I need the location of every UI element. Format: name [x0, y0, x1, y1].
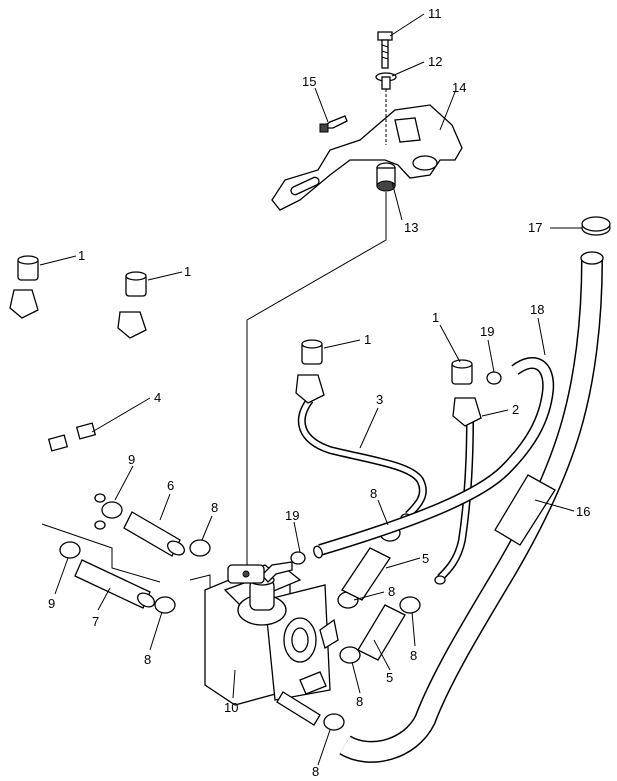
callout-8-g: 8	[312, 764, 319, 779]
callout-8-e: 8	[410, 648, 417, 663]
callout-9-a: 9	[128, 452, 135, 467]
callout-1-a: 1	[78, 248, 85, 263]
callout-8-b: 8	[370, 486, 377, 501]
callout-19-a: 19	[480, 324, 494, 339]
callout-1-c: 1	[364, 332, 371, 347]
fittings-left	[9, 289, 147, 530]
callout-8-c: 8	[144, 652, 151, 667]
callout-15: 15	[302, 74, 316, 89]
fuel-line-3	[295, 374, 427, 523]
callout-16: 16	[576, 504, 590, 519]
leader-lines	[39, 13, 582, 766]
clamp-19-left	[290, 551, 306, 565]
hose-5-upper	[341, 547, 391, 601]
hose-18	[313, 357, 555, 559]
callout-3: 3	[376, 392, 383, 407]
callout-17: 17	[528, 220, 542, 235]
clamp-19-right	[486, 371, 502, 385]
grommet-13	[376, 162, 396, 192]
callout-8-a: 8	[211, 500, 218, 515]
callout-10: 10	[224, 700, 238, 715]
caps-1-left	[17, 255, 147, 297]
fuel-pump-10	[204, 561, 339, 706]
callout-14: 14	[452, 80, 466, 95]
callout-8-f: 8	[356, 694, 363, 709]
screw-15	[319, 115, 348, 133]
hose-7	[74, 559, 156, 609]
callout-19-b: 19	[285, 508, 299, 523]
callout-4: 4	[154, 390, 161, 405]
screw-11	[377, 31, 393, 69]
callout-1-d: 1	[432, 310, 439, 325]
fuel-line-2	[434, 397, 482, 585]
callout-13: 13	[404, 220, 418, 235]
hose-16	[339, 251, 604, 763]
cap-1-middle	[301, 339, 323, 365]
callout-labels: 11 12 15 14 13 17 1 1 1 1 19 18 2 4 3 9 …	[48, 6, 590, 779]
callout-12: 12	[428, 54, 442, 69]
fuel-line-4	[16, 299, 133, 528]
callout-7: 7	[92, 614, 99, 629]
hose-5-lower	[357, 604, 406, 661]
clamp-17	[581, 216, 611, 236]
outlet-tube	[276, 691, 321, 726]
callout-1-b: 1	[184, 264, 191, 279]
clamps-8-9	[59, 501, 421, 731]
callout-8-d: 8	[388, 584, 395, 599]
callout-5-a: 5	[422, 551, 429, 566]
callout-9-b: 9	[48, 596, 55, 611]
hose-6	[123, 511, 186, 557]
callout-5-b: 5	[386, 670, 393, 685]
callout-18: 18	[530, 302, 544, 317]
mounting-bracket-14	[271, 104, 463, 211]
cap-1-right	[451, 359, 473, 385]
callout-6: 6	[167, 478, 174, 493]
callout-11: 11	[428, 6, 442, 21]
callout-2: 2	[512, 402, 519, 417]
